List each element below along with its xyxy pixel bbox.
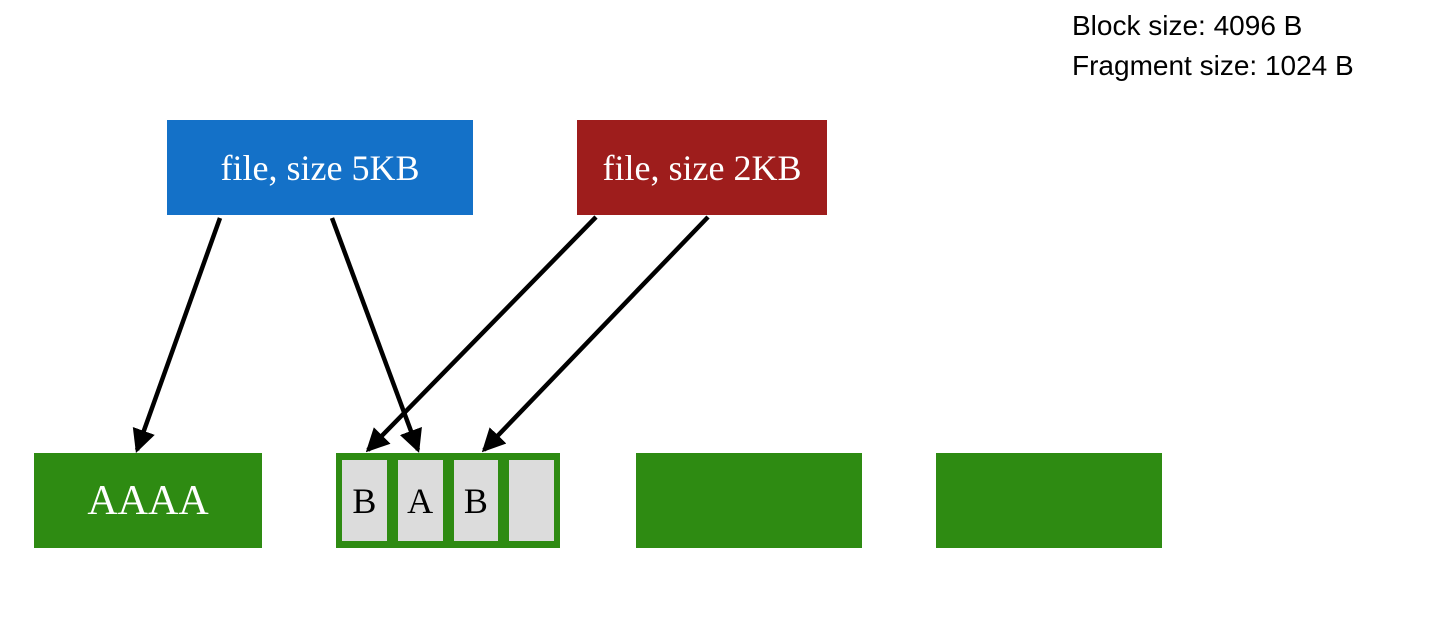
- file-5kb-label: file, size 5KB: [220, 147, 420, 188]
- arrow-file2kb-to-fragment-b2: [481, 215, 710, 453]
- disk-block-3: [636, 453, 862, 548]
- file-2kb-label: file, size 2KB: [602, 147, 802, 188]
- fragment-cell-empty: [509, 460, 554, 541]
- arrow-file5kb-to-fragment-a: [329, 217, 422, 453]
- fragment-cell-a: A: [397, 460, 443, 541]
- disk-block-4: [936, 453, 1162, 548]
- arrow-file5kb-to-block1: [132, 217, 223, 453]
- fragment-size-label: Fragment size: 1024 B: [1072, 50, 1354, 81]
- file-2kb-box: file, size 2KB: [577, 120, 827, 215]
- disk-block-2: B A B: [336, 453, 560, 548]
- fragment-cell-b1: B: [342, 460, 387, 541]
- arrow-file2kb-to-fragment-b1: [365, 215, 598, 453]
- block-size-label: Block size: 4096 B: [1072, 10, 1303, 41]
- file-5kb-box: file, size 5KB: [167, 120, 473, 215]
- fragment-cell-b2: B: [453, 460, 499, 541]
- size-info: Block size: 4096 B Fragment size: 1024 B: [1072, 6, 1354, 86]
- disk-block-1: AAAA: [34, 453, 262, 548]
- disk-block-1-label: AAAA: [87, 477, 209, 524]
